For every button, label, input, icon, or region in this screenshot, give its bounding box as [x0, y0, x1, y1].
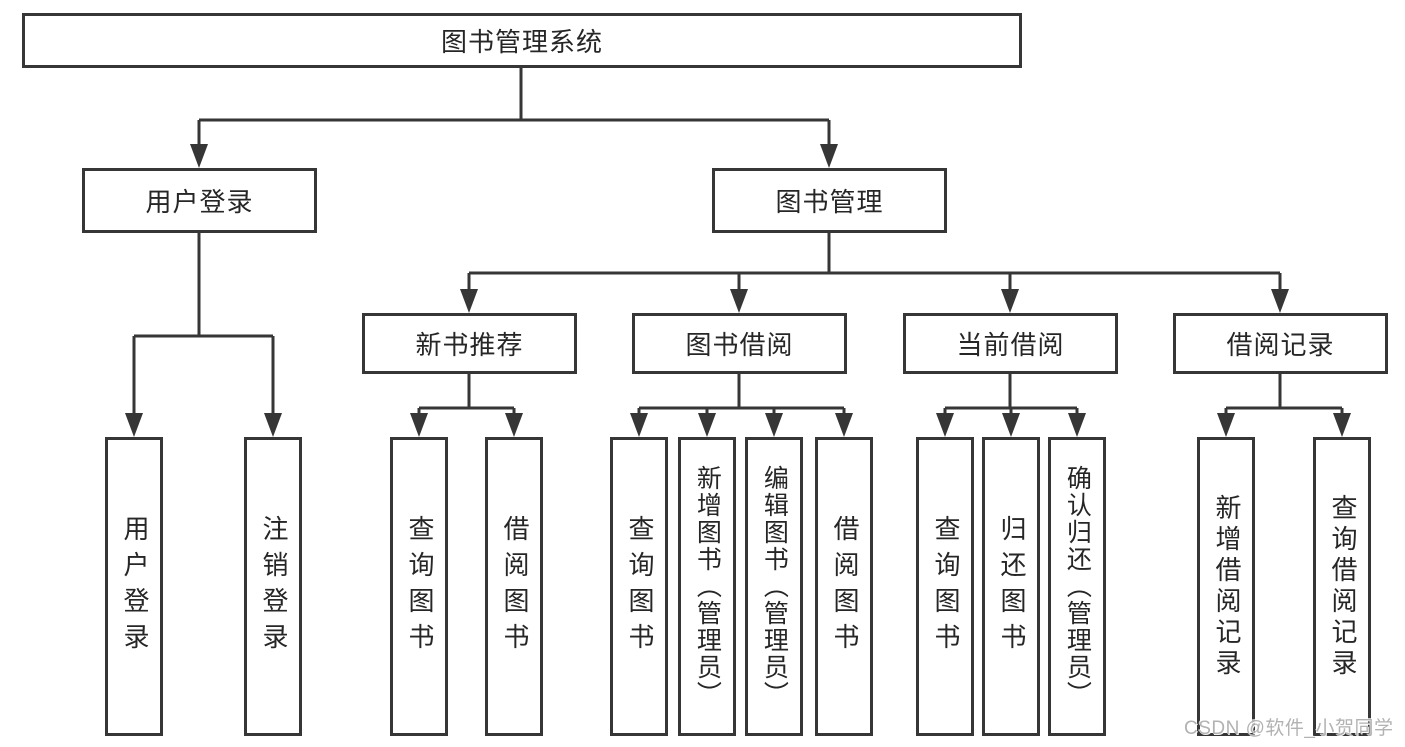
arrow-down-icon — [630, 413, 648, 437]
arrow-down-icon — [1068, 413, 1086, 437]
leaf-cb-confirm-return-admin-label: 确认归还（管理员） — [1063, 465, 1092, 708]
arrow-down-icon — [835, 413, 853, 437]
node-user-login: 用户登录 — [82, 168, 317, 233]
node-book-management-label: 图书管理 — [775, 187, 884, 217]
leaf-bb-edit-books-admin: 编辑图书（管理员） — [745, 437, 803, 736]
leaf-nbr-query-books-label: 查询图书 — [404, 514, 435, 659]
node-current-borrow: 当前借阅 — [903, 313, 1118, 374]
node-current-borrow-label: 当前借阅 — [956, 330, 1065, 360]
leaf-cb-query-books-label: 查询图书 — [930, 514, 961, 659]
arrowheads — [125, 144, 1351, 437]
arrow-down-icon — [1001, 289, 1019, 313]
leaf-cb-confirm-return-admin: 确认归还（管理员） — [1048, 437, 1106, 736]
node-borrow-records: 借阅记录 — [1173, 313, 1388, 374]
arrow-down-icon — [698, 413, 716, 437]
leaf-br-add-borrow-record-label: 新增借阅记录 — [1211, 493, 1242, 680]
node-root-label: 图书管理系统 — [440, 27, 603, 57]
arrow-down-icon — [730, 289, 748, 313]
node-root: 图书管理系统 — [22, 13, 1022, 68]
node-borrow-records-label: 借阅记录 — [1226, 330, 1335, 360]
node-book-management: 图书管理 — [712, 168, 947, 233]
leaf-bb-query-books: 查询图书 — [610, 437, 668, 736]
arrow-down-icon — [505, 413, 523, 437]
arrow-down-icon — [190, 144, 208, 168]
node-new-book-recommend: 新书推荐 — [362, 313, 577, 374]
arrow-down-icon — [1271, 289, 1289, 313]
leaf-br-query-borrow-record: 查询借阅记录 — [1313, 437, 1371, 736]
leaf-logout-login: 注销登录 — [244, 437, 302, 736]
leaf-nbr-borrow-books-label: 借阅图书 — [499, 514, 530, 659]
arrow-down-icon — [1217, 413, 1235, 437]
node-book-borrow-label: 图书借阅 — [685, 330, 794, 360]
arrow-down-icon — [765, 413, 783, 437]
leaf-cb-return-books-label: 归还图书 — [996, 514, 1027, 659]
arrow-down-icon — [410, 413, 428, 437]
leaf-user-login-label: 用户登录 — [119, 514, 150, 659]
arrow-down-icon — [460, 289, 478, 313]
leaf-br-query-borrow-record-label: 查询借阅记录 — [1327, 493, 1358, 680]
node-book-borrow: 图书借阅 — [632, 313, 847, 374]
arrow-down-icon — [820, 144, 838, 168]
arrow-down-icon — [1002, 413, 1020, 437]
leaf-br-add-borrow-record: 新增借阅记录 — [1197, 437, 1255, 736]
leaf-cb-query-books: 查询图书 — [916, 437, 974, 736]
leaf-user-login: 用户登录 — [105, 437, 163, 736]
leaf-bb-add-books-admin: 新增图书（管理员） — [678, 437, 736, 736]
arrow-down-icon — [936, 413, 954, 437]
arrow-down-icon — [125, 413, 143, 437]
node-new-book-recommend-label: 新书推荐 — [415, 330, 524, 360]
leaf-nbr-borrow-books: 借阅图书 — [485, 437, 543, 736]
csdn-watermark: CSDN @软件_小贺同学 — [1184, 718, 1394, 739]
arrow-down-icon — [1333, 413, 1351, 437]
leaf-bb-query-books-label: 查询图书 — [624, 514, 655, 659]
leaf-nbr-query-books: 查询图书 — [390, 437, 448, 736]
leaf-cb-return-books: 归还图书 — [982, 437, 1040, 736]
leaf-bb-borrow-books: 借阅图书 — [815, 437, 873, 736]
node-user-login-label: 用户登录 — [145, 187, 254, 217]
leaf-bb-borrow-books-label: 借阅图书 — [829, 514, 860, 659]
leaf-bb-edit-books-admin-label: 编辑图书（管理员） — [760, 465, 789, 708]
leaf-bb-add-books-admin-label: 新增图书（管理员） — [693, 465, 722, 708]
leaf-logout-login-label: 注销登录 — [258, 514, 289, 659]
arrow-down-icon — [264, 413, 282, 437]
